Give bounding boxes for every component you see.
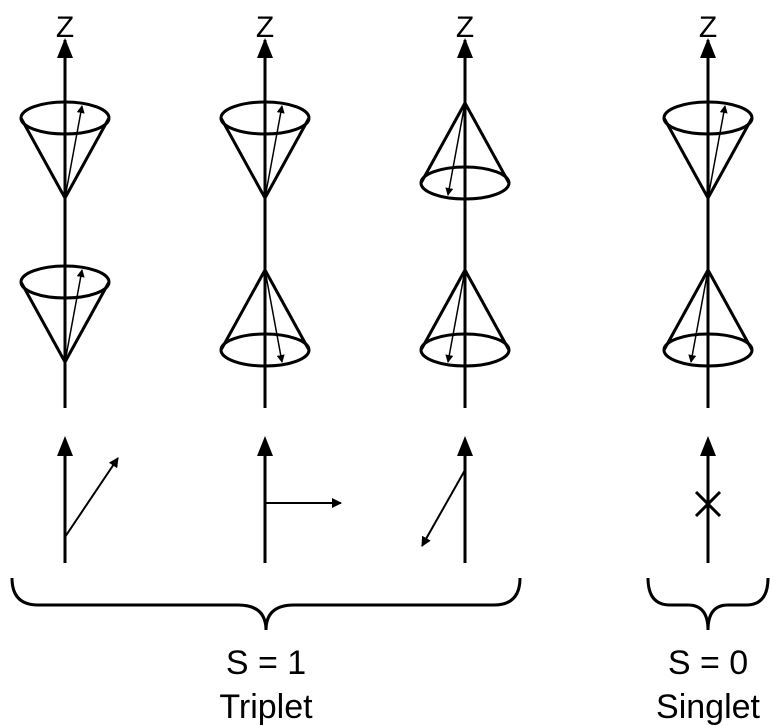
triplet-column-2: Z — [219, 11, 342, 563]
spin-cone-upper — [19, 100, 111, 199]
triplet-column-3: Z — [419, 11, 511, 563]
spin-vector-upper — [445, 102, 466, 196]
singlet-name-label: Singlet — [656, 688, 761, 726]
spin-vector-lower — [64, 269, 85, 363]
total-spin-axis-arrowhead — [257, 436, 273, 456]
z-axis-label: Z — [699, 11, 717, 44]
singlet-brace — [646, 577, 770, 631]
singlet-spin-label: S = 0 — [668, 644, 748, 682]
spin-vector-upper — [64, 105, 85, 199]
z-axis-label: Z — [456, 11, 474, 44]
spin-vector-lower — [445, 269, 466, 363]
z-axis-arrowhead — [457, 38, 473, 58]
spin-vector-lower — [688, 269, 709, 363]
z-axis-arrowhead — [57, 38, 73, 58]
total-spin-axis-arrowhead — [457, 436, 473, 456]
triplet-brace — [10, 577, 522, 631]
spin-cone-lower — [662, 269, 754, 368]
z-axis-arrowhead — [700, 38, 716, 58]
total-spin-axis-arrowhead — [57, 436, 73, 456]
spin-cone-lower — [19, 264, 111, 363]
triplet-spin-label: S = 1 — [226, 644, 306, 682]
spin-vector-upper — [707, 105, 728, 199]
zero-spin-cross-icon — [694, 490, 722, 518]
spin-vector-upper — [264, 105, 285, 199]
spin-cone-upper — [662, 100, 754, 199]
z-axis-arrowhead — [257, 38, 273, 58]
spin-cone-upper — [219, 100, 311, 199]
triplet-column-1: Z — [19, 11, 119, 563]
z-axis-label: Z — [56, 11, 74, 44]
total-spin-axis-arrowhead — [700, 436, 716, 456]
spin-vector-lower — [264, 269, 285, 363]
singlet-column: Z — [662, 11, 754, 563]
total-spin-vector — [421, 469, 466, 547]
spin-cone-lower — [419, 269, 511, 368]
total-spin-vector — [64, 457, 119, 538]
z-axis-label: Z — [256, 11, 274, 44]
spin-cone-lower — [219, 269, 311, 368]
triplet-name-label: Triplet — [219, 688, 313, 726]
spin-cone-upper — [419, 102, 511, 201]
